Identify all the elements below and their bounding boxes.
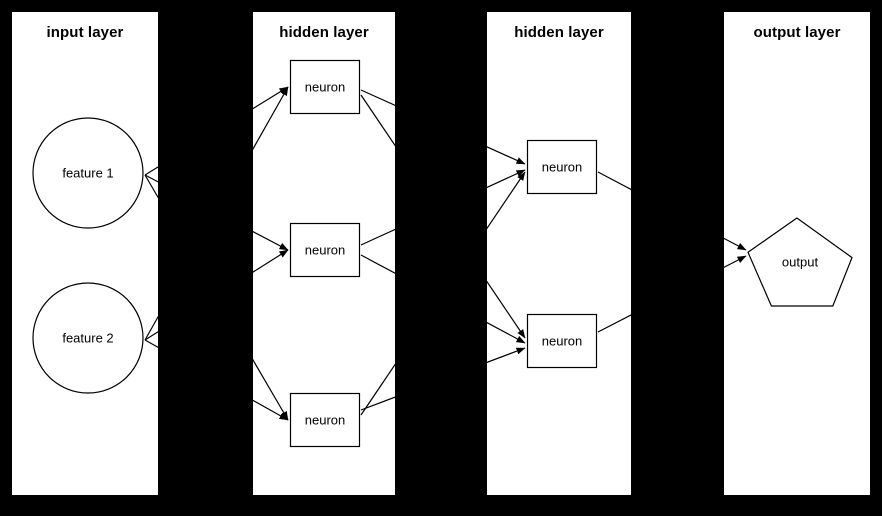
node-feature-1[interactable]	[32, 117, 144, 229]
layer-title-hidden-layer-2: hidden layer	[514, 24, 604, 41]
node-h2-neuron-2[interactable]	[526, 313, 598, 369]
node-label-h1-neuron-1: neuron	[304, 79, 346, 95]
layer-title-output-layer: output layer	[753, 24, 841, 41]
node-label-feature-2: feature 2	[62, 330, 114, 346]
node-h1-neuron-1[interactable]	[289, 59, 361, 115]
node-label-h1-neuron-2: neuron	[304, 242, 346, 258]
node-label-h2-neuron-1: neuron	[541, 159, 583, 175]
node-feature-2[interactable]	[32, 282, 144, 394]
node-label-h2-neuron-2: neuron	[541, 333, 583, 349]
layer-title-input-layer: input layer	[46, 24, 124, 41]
node-h1-neuron-3[interactable]	[289, 392, 361, 448]
layer-title-hidden-layer-1: hidden layer	[279, 24, 369, 41]
node-label-feature-1: feature 1	[62, 165, 114, 181]
node-h2-neuron-1[interactable]	[526, 139, 598, 195]
node-label-output: output	[781, 254, 819, 270]
node-h1-neuron-2[interactable]	[289, 222, 361, 278]
node-label-h1-neuron-3: neuron	[304, 412, 346, 428]
layer-panel-input-layer: input layer	[12, 12, 158, 495]
node-output[interactable]	[747, 217, 853, 307]
